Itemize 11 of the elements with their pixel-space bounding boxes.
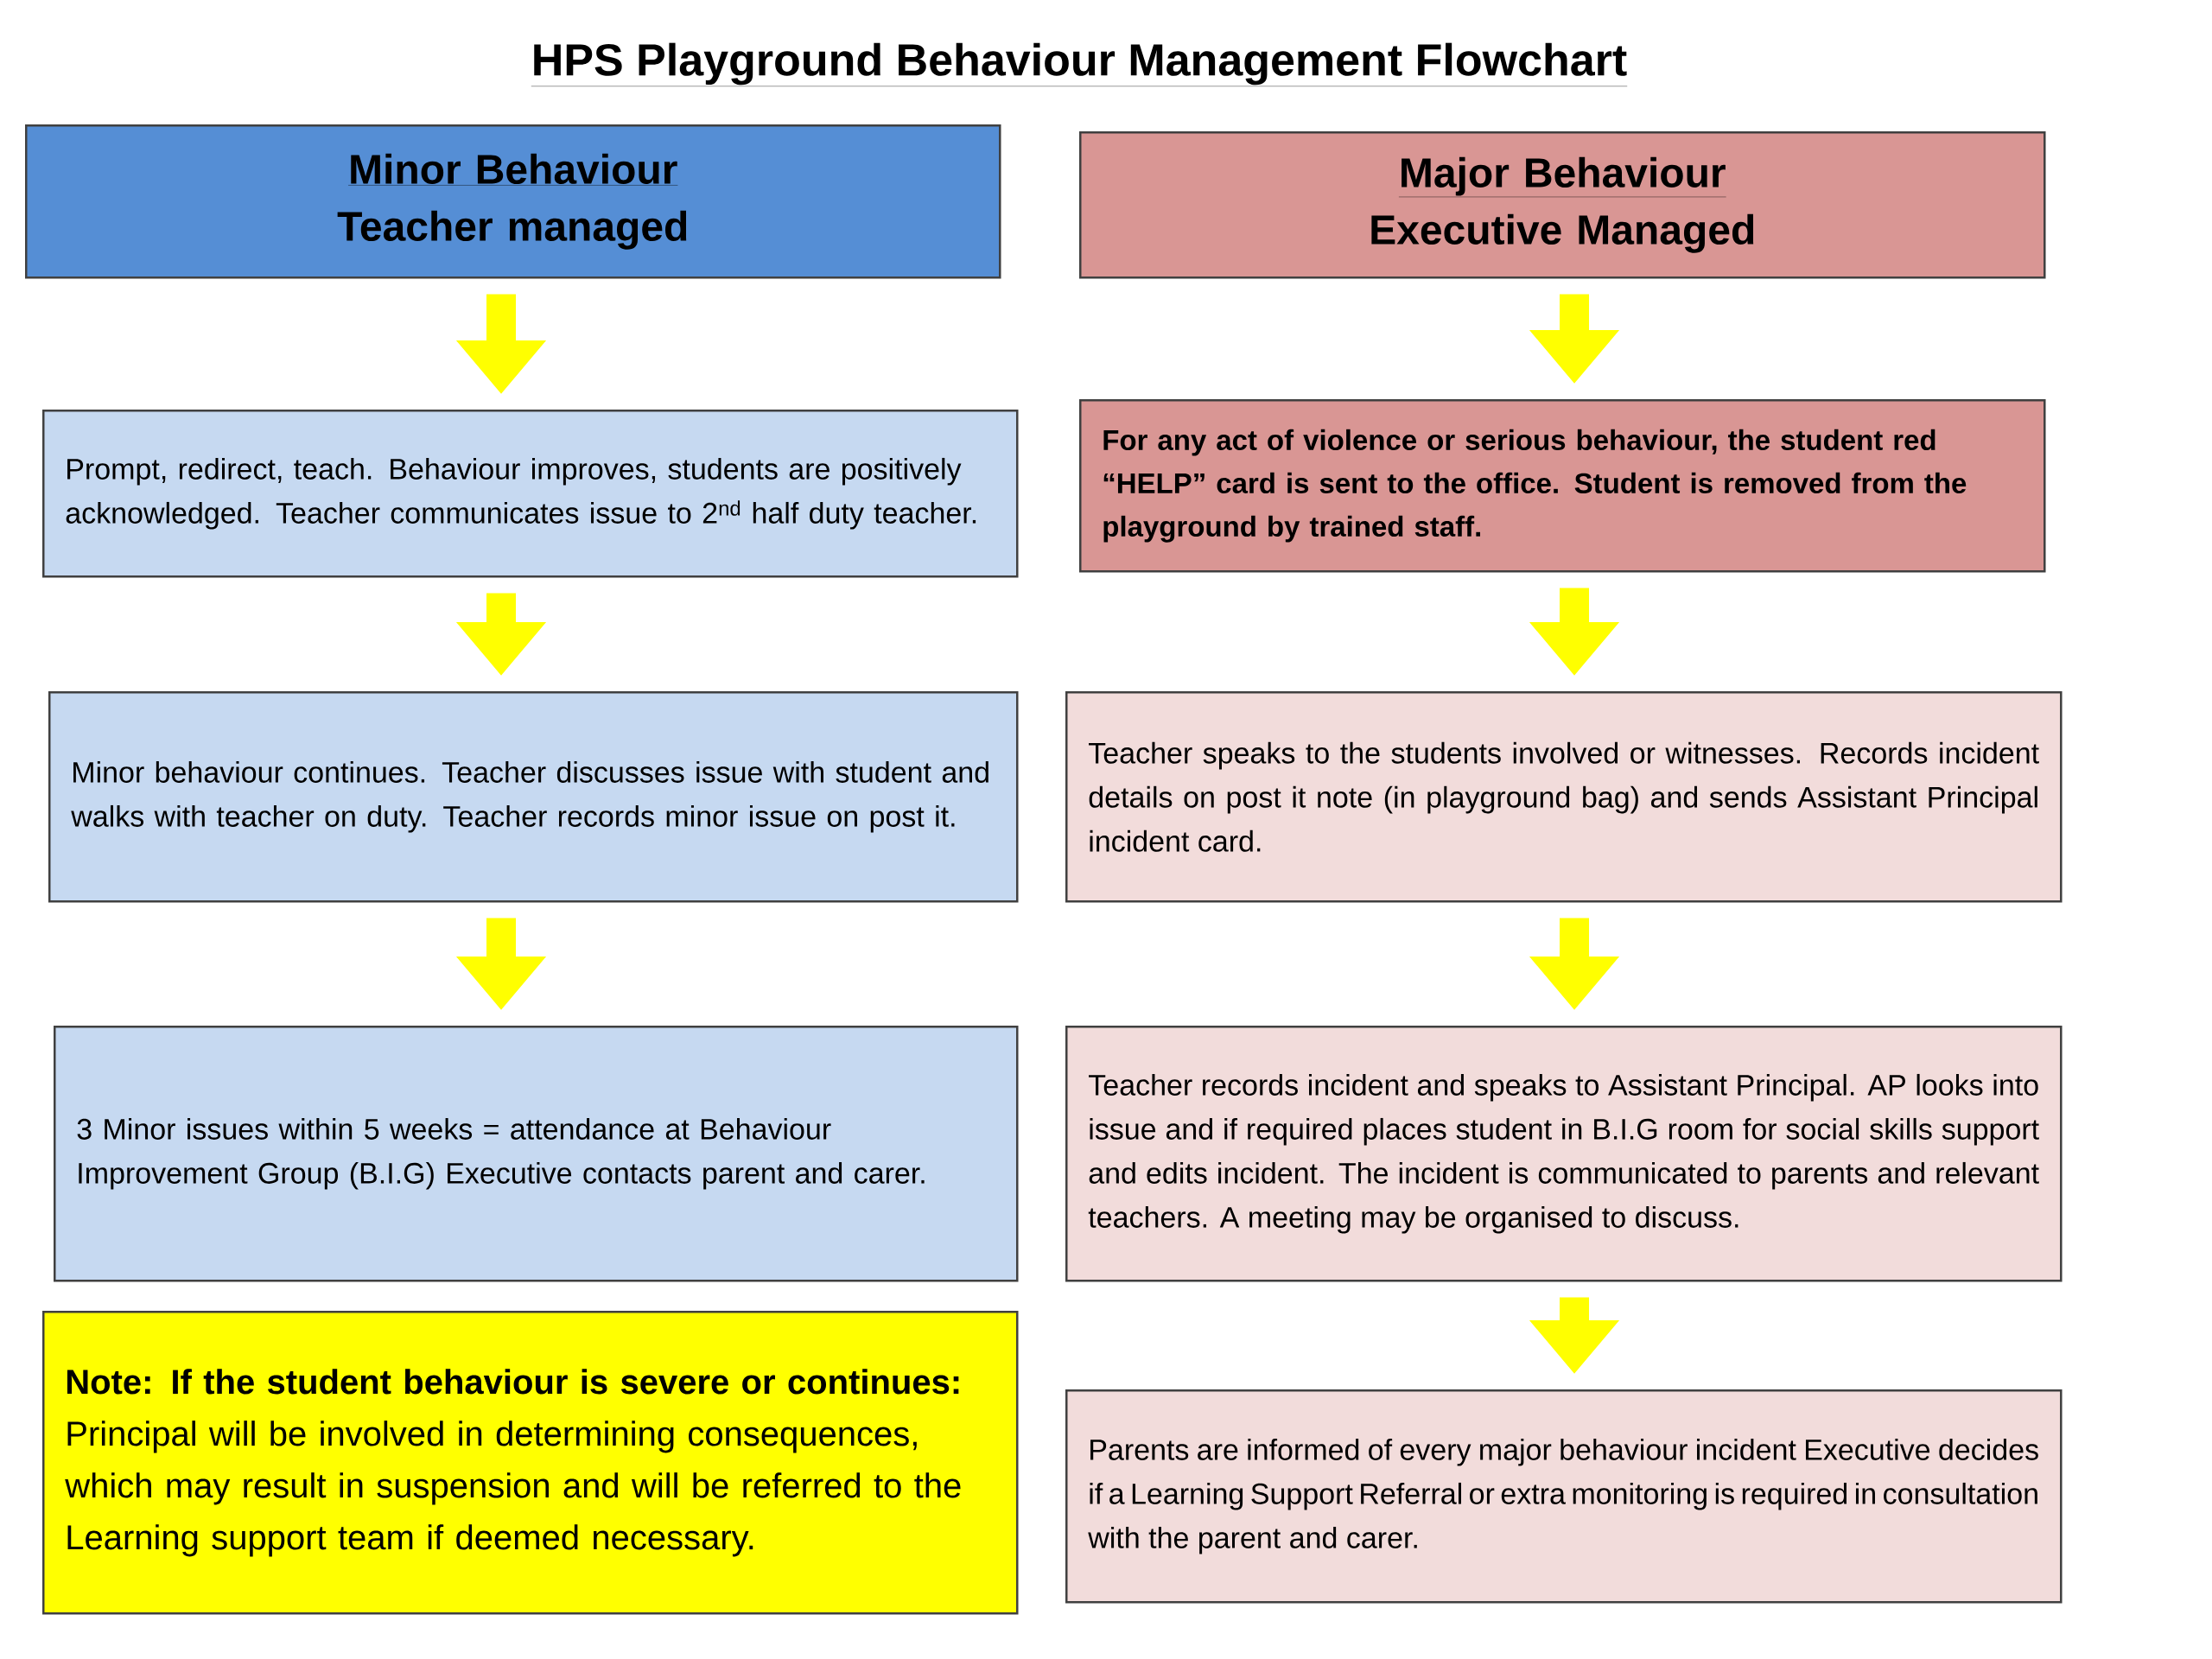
process-box: Minor behaviour continues. Teacher discusses issue with student and walks with teacher on duty. Teacher records minor issue on post it. bbox=[48, 691, 1019, 903]
process-box: For any act of violence or serious behaviour, the student red “HELP” card is sent to the office. Student is removed from the playground by trained staff. bbox=[1079, 399, 2046, 573]
note-box: Note: If the student behaviour is severe or continues: Principal will be involved in determining consequences, which may result in suspension and will be referred to the Learning support team if deemed necessary. bbox=[42, 1311, 1019, 1615]
header-box: Minor Behaviour Teacher managed bbox=[25, 124, 1001, 279]
process-box: Prompt, redirect, teach. Behaviour improves, students are positively acknowledged. Teacher communicates issue to 2$^{nd}$ half duty teacher. bbox=[42, 410, 1019, 578]
title: HPS Playground Behaviour Management Flowchart bbox=[531, 42, 1628, 86]
process-box: Parents are informed of every major behaviour incident Executive decides if a Learning Support Referral or extra monitoring is required in consultation with the parent and carer. bbox=[1065, 1389, 2063, 1604]
header-box: Major Behaviour Executive Managed bbox=[1079, 131, 2046, 279]
process-box: Teacher records incident and speaks to Assistant Principal. AP looks into issue and if required places student in B.I.G room for social skills support and edits incident. The incident is communicated to parents and relevant teachers. A meeting may be organised to discuss. bbox=[1065, 1026, 2063, 1282]
process-box: Teacher speaks to the students involved or witnesses. Records incident details on post it note (in playground bag) and sends Assistant Principal incident card. bbox=[1065, 691, 2063, 903]
process-box: 3 Minor issues within 5 weeks = attendance at Behaviour Improvement Group (B.I.G) Executive contacts parent and carer. bbox=[54, 1026, 1019, 1282]
